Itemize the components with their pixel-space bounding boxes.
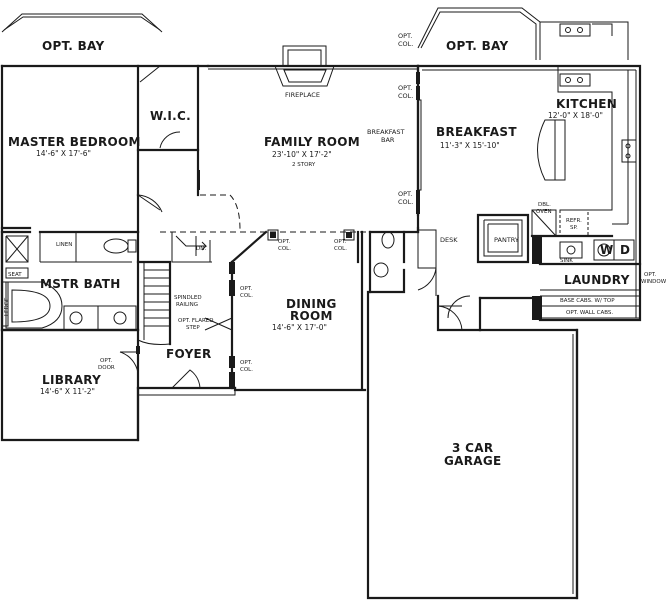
label-washer: W [600,243,614,257]
master-bedroom-walls [0,64,200,234]
label-sink: SINK [560,258,573,264]
label-laundry: LAUNDRY [564,273,630,287]
label-breakfast-bar-2: BAR [381,136,395,144]
label-ledge: LEDGE [4,297,10,316]
label-dryer: D [620,243,630,257]
label-opt-col-d: OPT. [240,360,252,366]
label-opt-col-a: OPT. [278,239,290,245]
laundry [478,239,640,332]
label-opt-col-mid: OPT. [398,84,412,92]
label-dining-dim: 14'-6" X 17'-0" [272,323,327,332]
library-foyer [0,328,201,442]
mud-hall [368,230,482,332]
label-garage-2: GARAGE [444,454,502,468]
label-refr: REFR. [566,218,582,224]
label-pantry: PANTRY [494,236,519,244]
label-foyer: FOYER [166,347,212,361]
label-kitchen: KITCHEN [556,97,617,111]
label-flared: OPT. FLARED [178,318,214,324]
label-opt-bay-left: OPT. BAY [42,39,104,53]
label-opt-window-2: WINDOW [641,279,667,285]
label-opt-door: OPT. [100,358,112,364]
dining-room [204,229,364,390]
label-opt-window: OPT. [644,272,656,278]
family-room-walls [160,148,418,233]
label-seat: SEAT [8,272,22,278]
label-opt-col-mid-2: COL. [398,92,413,100]
label-opt-col-c-2: COL. [240,293,253,299]
label-linen: LINEN [56,242,72,248]
label-breakfast: BREAKFAST [436,125,517,139]
bay-right [417,7,629,60]
label-dining-room-2: ROOM [290,309,333,323]
label-spindled-2: RAILING [176,302,198,308]
stairs [136,232,212,346]
label-wic: W.I.C. [150,109,191,123]
label-breakfast-dim: 11'-3" X 15'-10" [440,141,500,150]
label-family-room: FAMILY ROOM [264,135,360,149]
label-opt-col-low-2: COL. [398,198,413,206]
bay-left [1,13,163,33]
label-family-room-dim: 23'-10" X 17'-2" [272,150,332,159]
label-dn: DN. [196,246,206,252]
label-dbl-oven: DBL. [538,202,551,208]
label-family-room-note: 2 STORY [292,162,316,168]
label-master-bedroom-dim: 14'-6" X 17'-6" [36,149,91,158]
label-opt-col-top-2: COL. [398,40,413,48]
label-opt-col-d-2: COL. [240,367,253,373]
label-dining-room: DINING [286,297,337,311]
label-breakfast-bar: BREAKFAST [367,128,405,136]
label-opt-col-b-2: COL. [334,246,347,252]
label-dbl-oven-2: OVEN [536,209,552,215]
label-opt-col-a-2: COL. [278,246,291,252]
label-base-cabs: BASE CABS. W/ TOP [560,298,615,304]
label-opt-wall-cabs: OPT. WALL CABS. [566,310,613,316]
label-mstr-bath: MSTR BATH [40,277,121,291]
label-garage: 3 CAR [452,441,493,455]
label-opt-bay-right: OPT. BAY [446,39,508,53]
label-desk: DESK [440,236,458,244]
labels: OPT. BAY OPT. BAY OPT. COL. OPT. COL. OP… [4,32,667,468]
label-opt-col-c: OPT. [240,286,252,292]
label-master-bedroom: MASTER BEDROOM [8,135,141,149]
label-opt-col-low: OPT. [398,190,412,198]
label-library-dim: 14'-6" X 11'-2" [40,387,95,396]
label-refr-2: SP. [570,225,578,231]
label-library: LIBRARY [42,373,101,387]
label-opt-col-top: OPT. [398,32,412,40]
label-opt-col-b: OPT. [334,239,346,245]
label-spindled: SPINDLED [174,295,202,301]
kitchen [368,64,642,269]
label-fireplace: FIREPLACE [285,91,320,99]
label-kitchen-dim: 12'-0" X 18'-0" [548,111,603,120]
fireplace [274,45,335,87]
label-opt-door-2: DOOR [98,365,115,371]
label-flared-2: STEP [186,325,200,331]
